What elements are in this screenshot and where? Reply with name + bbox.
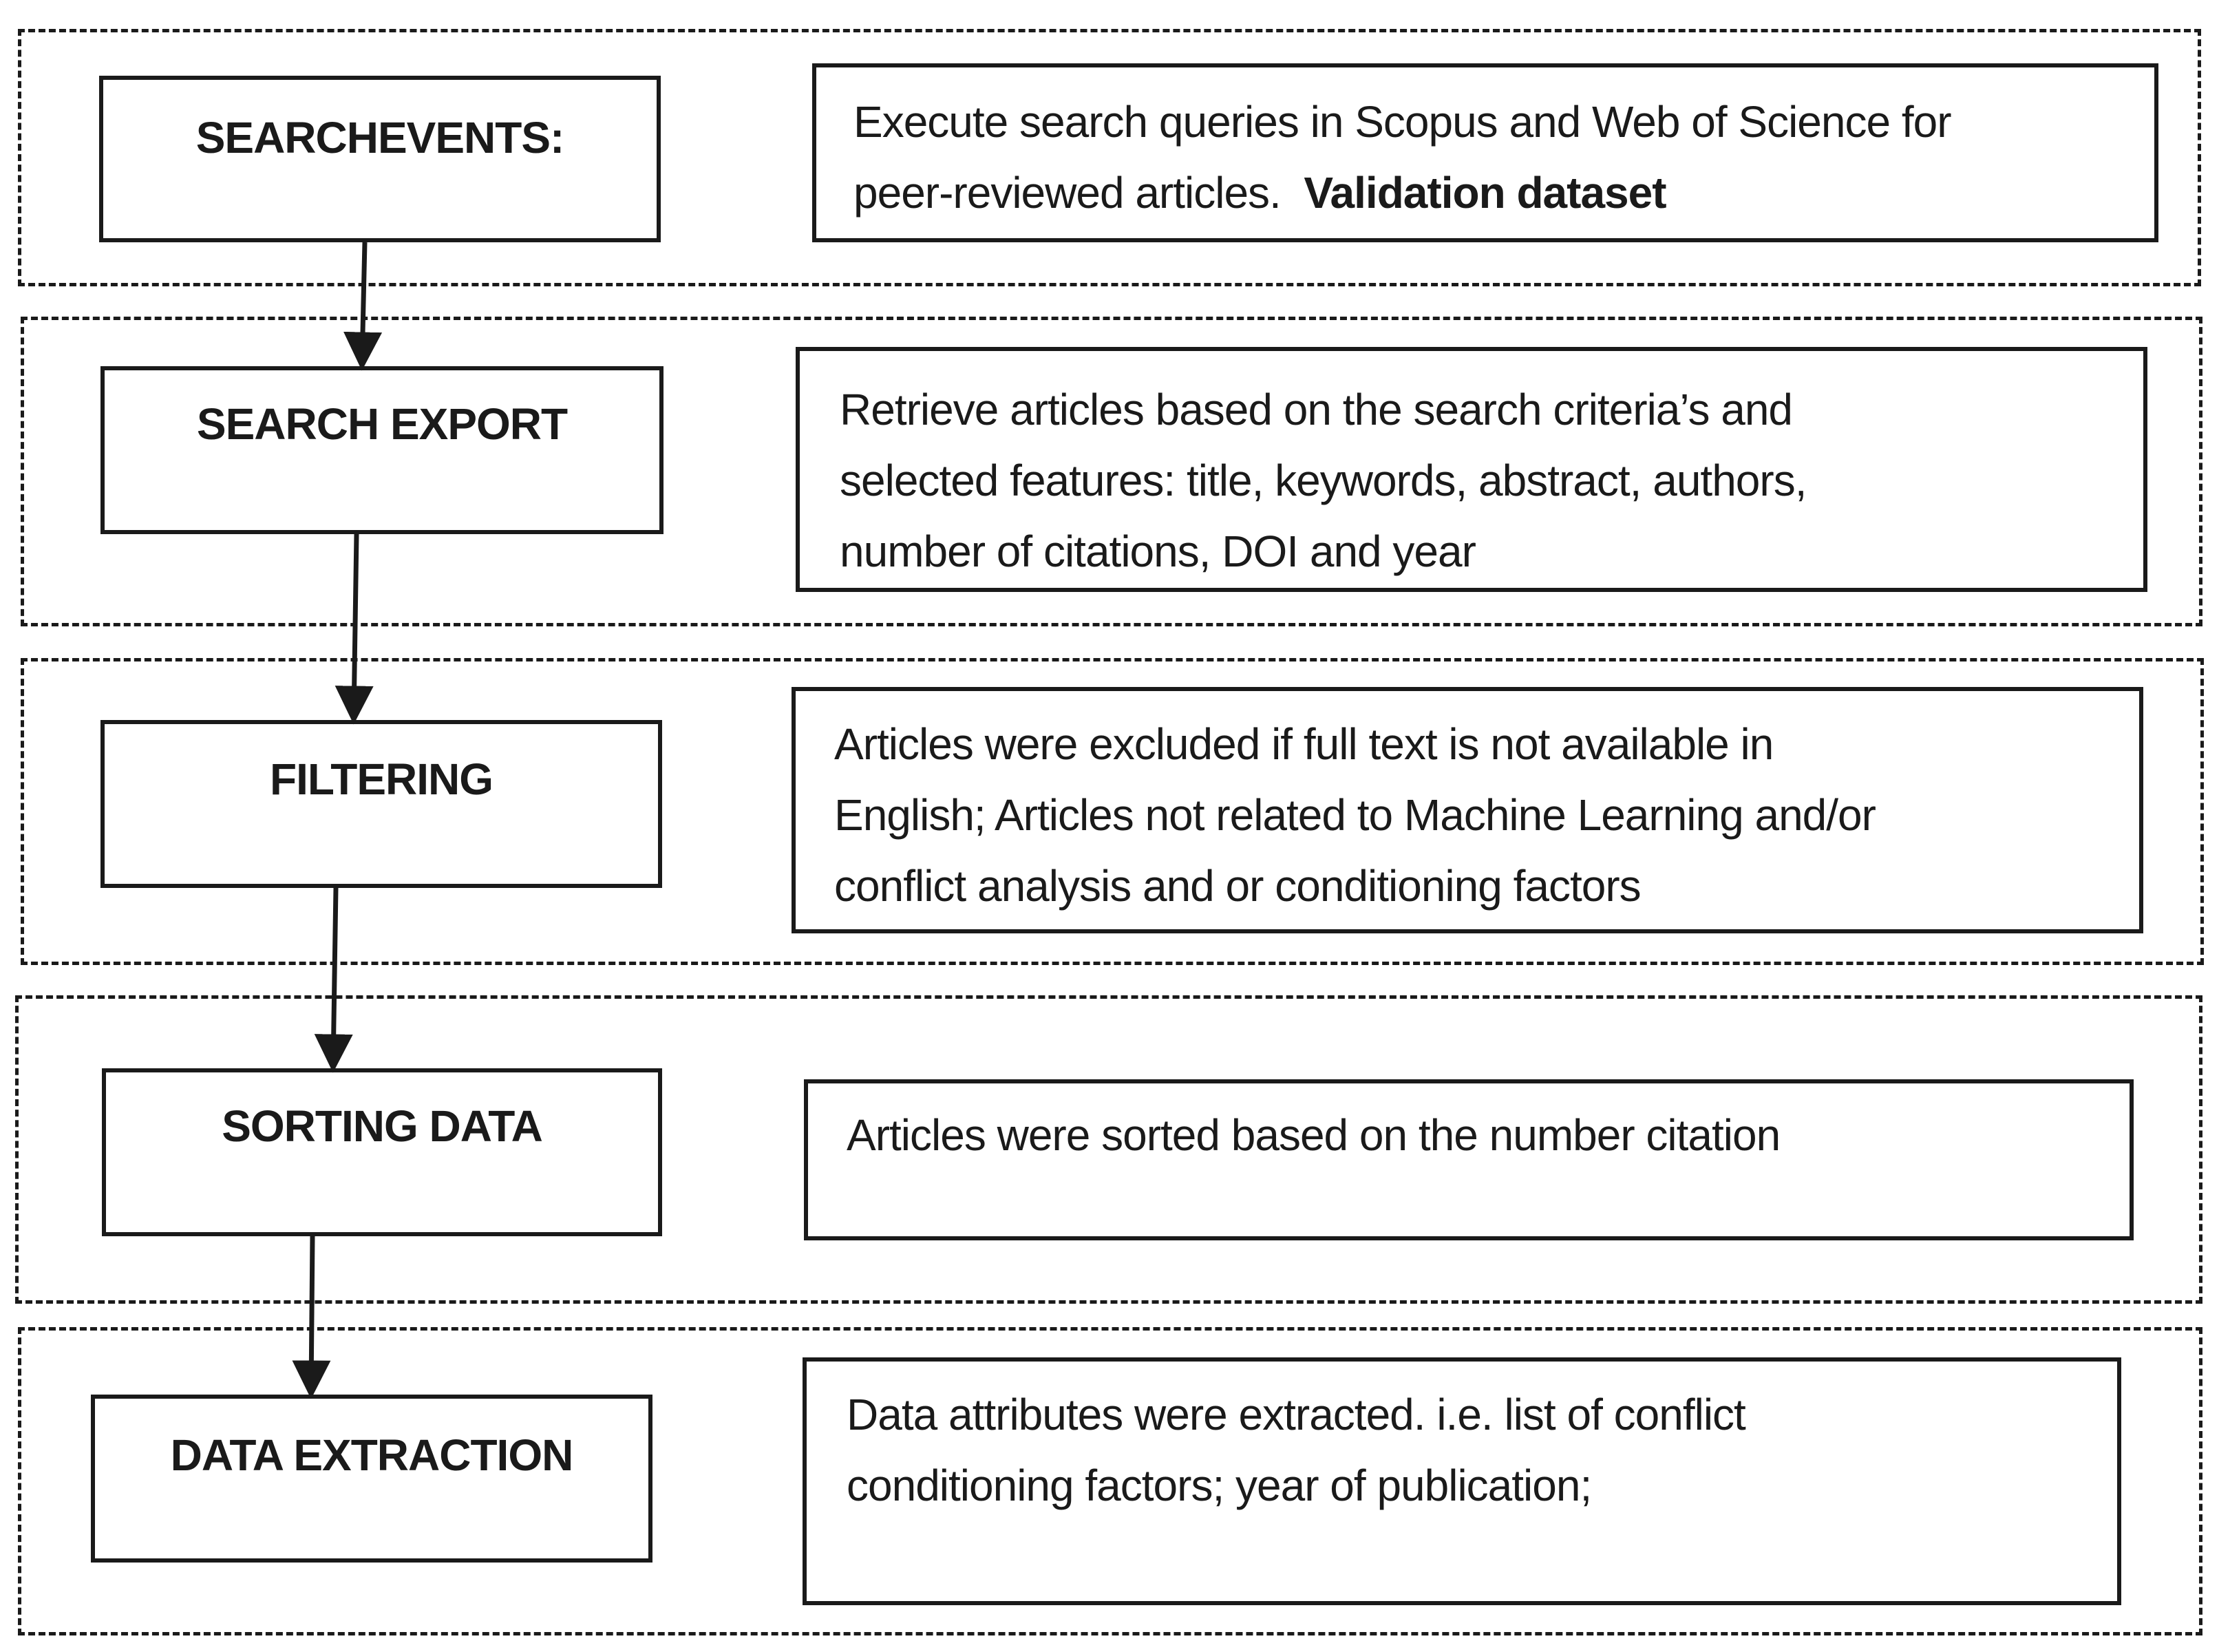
description-line: conflict analysis and or conditioning fa… <box>834 861 1642 911</box>
step-label-data-extraction: DATA EXTRACTION <box>170 1430 574 1480</box>
step-label-sorting-data: SORTING DATA <box>222 1101 543 1151</box>
description-line: Execute search queries in Scopus and Web… <box>853 97 1952 147</box>
step-label-search-export: SEARCH EXPORT <box>196 399 568 449</box>
description-box-search-events: Execute search queries in Scopus and Web… <box>812 63 2158 242</box>
description-sorting-data: Articles were sorted based on the number… <box>847 1100 1781 1171</box>
description-line: peer-reviewed articles. Validation datas… <box>853 168 1667 218</box>
section-search-events <box>18 29 2201 286</box>
description-box-filtering: Articles were excluded if full text is n… <box>792 687 2143 933</box>
step-label-filtering: FILTERING <box>270 754 493 804</box>
step-box-data-extraction: DATA EXTRACTION <box>91 1395 652 1563</box>
description-line: Retrieve articles based on the search cr… <box>840 385 1793 434</box>
section-sorting-data <box>15 995 2202 1304</box>
description-line: Data attributes were extracted. i.e. lis… <box>847 1390 1746 1439</box>
description-line: number of citations, DOI and year <box>840 527 1476 576</box>
description-box-sorting-data: Articles were sorted based on the number… <box>804 1079 2134 1240</box>
step-box-search-export: SEARCH EXPORT <box>100 366 663 534</box>
description-data-extraction: Data attributes were extracted. i.e. lis… <box>847 1379 1746 1521</box>
description-line: Articles were excluded if full text is n… <box>834 719 1774 769</box>
step-label-search-events: SEARCHEVENTS: <box>195 113 565 162</box>
description-box-data-extraction: Data attributes were extracted. i.e. lis… <box>803 1357 2121 1605</box>
description-line: selected features: title, keywords, abst… <box>840 456 1807 505</box>
section-search-export <box>21 317 2202 626</box>
description-line: English; Articles not related to Machine… <box>834 790 1876 840</box>
description-box-search-export: Retrieve articles based on the search cr… <box>796 347 2147 592</box>
description-line: Articles were sorted based on the number… <box>847 1110 1781 1160</box>
step-box-sorting-data: SORTING DATA <box>102 1068 662 1236</box>
description-filtering: Articles were excluded if full text is n… <box>834 709 1876 922</box>
section-data-extraction <box>18 1327 2202 1635</box>
description-line: conditioning factors; year of publicatio… <box>847 1461 1592 1510</box>
section-filtering <box>21 658 2204 965</box>
step-box-filtering: FILTERING <box>100 720 662 888</box>
step-box-search-events: SEARCHEVENTS: <box>99 76 661 242</box>
description-bold-text: Validation dataset <box>1304 168 1666 218</box>
description-search-events: Execute search queries in Scopus and Web… <box>853 87 1952 229</box>
description-search-export: Retrieve articles based on the search cr… <box>840 374 1807 587</box>
